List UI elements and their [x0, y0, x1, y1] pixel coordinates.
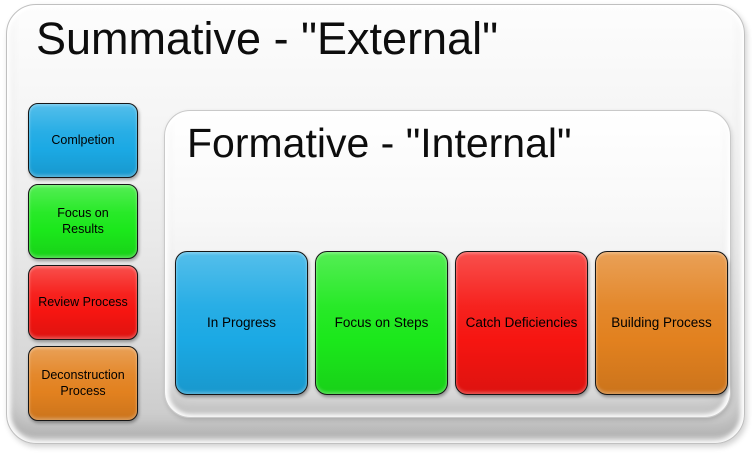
summative-box-deconstruction-process: Deconstruction Process [28, 346, 138, 421]
summative-box-label: Review Process [38, 294, 128, 309]
summative-box-label: Comlpetion [51, 132, 115, 147]
formative-box-focus-on-steps: Focus on Steps [315, 251, 448, 395]
summative-box-label: Deconstruction Process [41, 367, 125, 398]
summative-box-comlpetion: Comlpetion [28, 103, 138, 178]
formative-box-building-process: Building Process [595, 251, 728, 395]
summative-box-focus-on-results: Focus on Results [28, 184, 138, 259]
formative-box-row: In Progress Focus on Steps Catch Deficie… [175, 251, 728, 395]
formative-box-label: Building Process [611, 314, 712, 330]
summative-title: Summative - "External" [36, 13, 499, 64]
formative-panel: Formative - "Internal" In Progress Focus… [164, 110, 731, 418]
formative-box-label: In Progress [206, 314, 277, 330]
summative-box-column: Comlpetion Focus on Results Review Proce… [28, 103, 138, 421]
formative-title: Formative - "Internal" [187, 120, 572, 166]
summative-box-label: Focus on Results [57, 205, 109, 236]
summative-box-review-process: Review Process [28, 265, 138, 340]
formative-box-catch-deficiencies: Catch Deficiencies [455, 251, 588, 395]
formative-box-label: Focus on Steps [334, 314, 429, 330]
summative-panel: Summative - "External" Comlpetion Focus … [6, 4, 745, 444]
formative-box-in-progress: In Progress [175, 251, 308, 395]
formative-box-label: Catch Deficiencies [465, 314, 578, 330]
